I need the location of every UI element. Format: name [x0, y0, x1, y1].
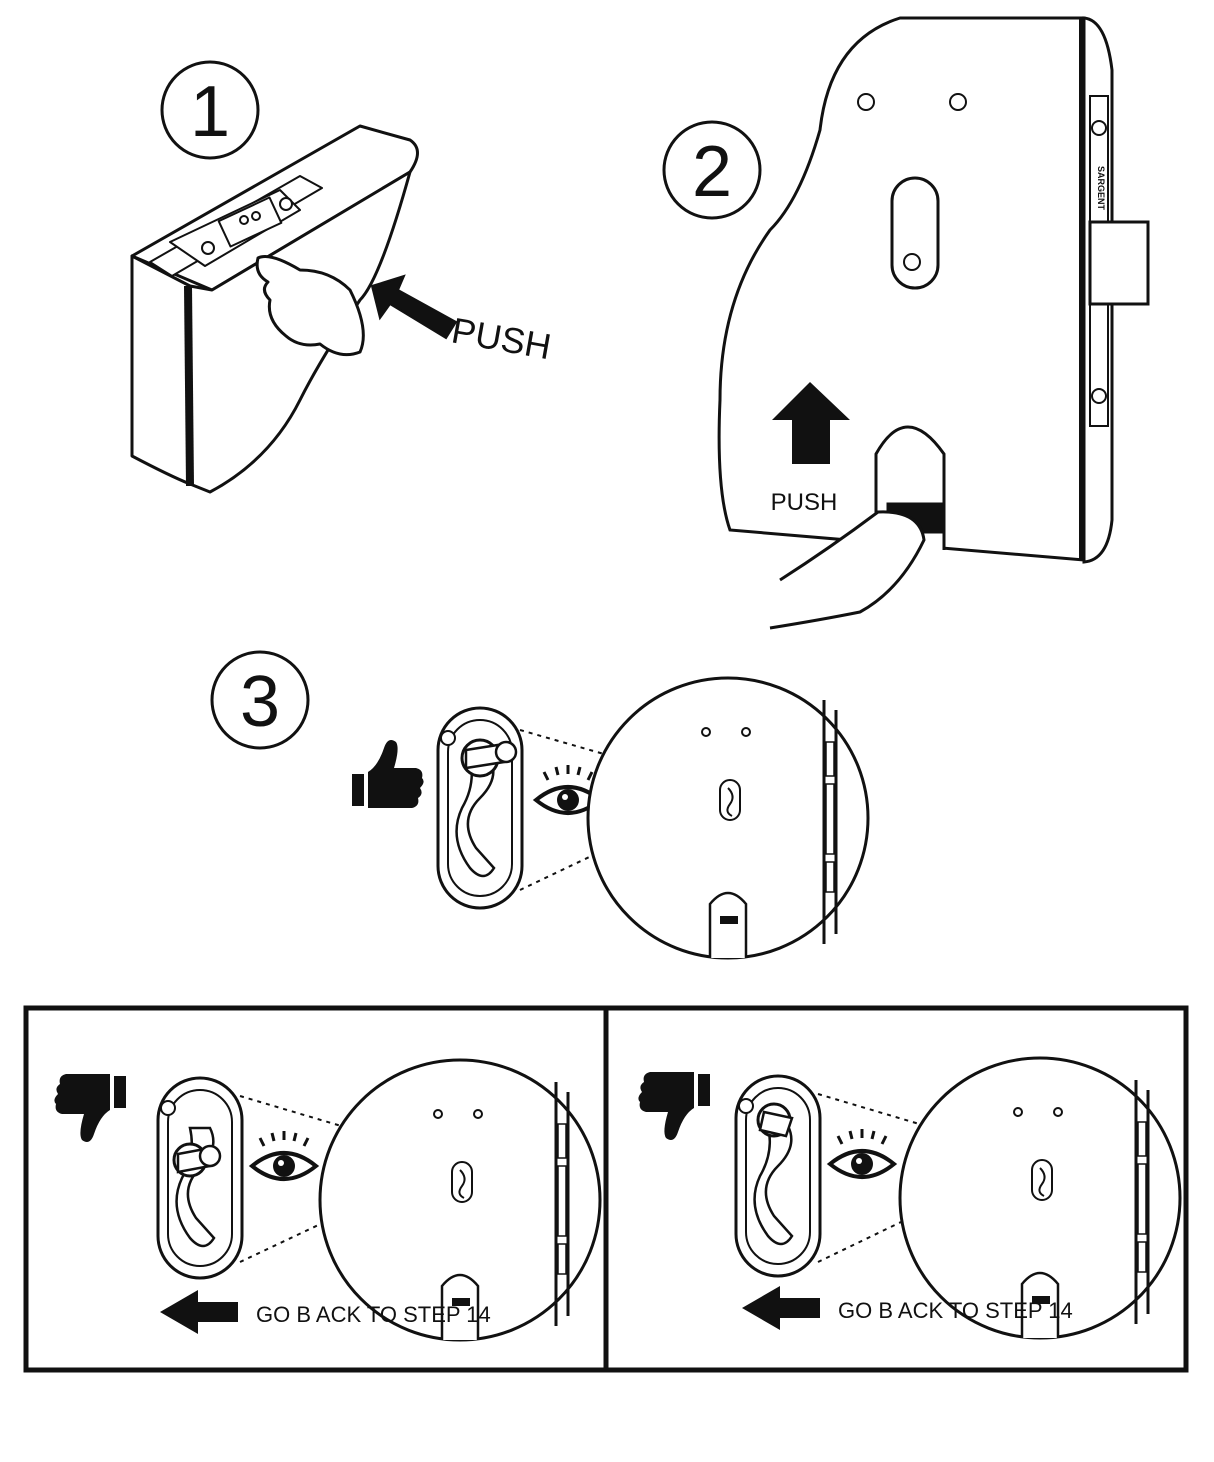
- slot-detail-incorrect-low: [156, 1076, 244, 1280]
- lock-face-text: SARGENT: [1096, 166, 1106, 211]
- step-1-push-label: PUSH: [449, 310, 555, 368]
- thumbs-down-icon: [54, 1074, 126, 1142]
- panel-incorrect-2: GO B ACK TO STEP 14: [638, 1056, 1182, 1340]
- thumbs-up-icon: [352, 740, 424, 808]
- arrow-left-icon: [160, 1290, 238, 1334]
- eye-icon: [250, 1129, 318, 1181]
- step-3-number: 3: [240, 662, 280, 742]
- thumbs-down-icon: [638, 1072, 710, 1140]
- step-2-push-label: PUSH: [771, 489, 838, 516]
- step-3: 3: [210, 650, 870, 960]
- arrow-push-icon: [370, 274, 458, 340]
- lock-body-illustration: [717, 16, 1150, 630]
- zoom-view-incorrect-2: [898, 1056, 1182, 1340]
- slot-detail-correct: [436, 706, 524, 910]
- panel-incorrect-1: GO B ACK TO STEP 14: [54, 1058, 602, 1342]
- panel-2-instruction: GO B ACK TO STEP 14: [838, 1298, 1073, 1323]
- panel-1-instruction: GO B ACK TO STEP 14: [256, 1302, 491, 1327]
- step-2-number-badge: 2: [662, 120, 762, 220]
- zoom-view-incorrect-1: [318, 1058, 602, 1342]
- step-2-number: 2: [692, 132, 732, 212]
- arrow-left-icon: [742, 1286, 820, 1330]
- step-2: 2 SARGENT PUSH: [662, 16, 1150, 630]
- eye-icon: [828, 1127, 896, 1179]
- zoom-view-correct: [586, 676, 870, 960]
- bottom-panels-frame: [23, 1005, 1189, 1373]
- step-1-number-badge: 1: [160, 60, 260, 160]
- step-1: 1 PUSH: [130, 60, 555, 494]
- arrow-up-icon: [772, 382, 850, 464]
- step-1-number: 1: [190, 72, 230, 152]
- slot-detail-incorrect-high: [734, 1074, 822, 1278]
- door-edge-illustration: [130, 124, 419, 494]
- step-3-number-badge: 3: [210, 650, 310, 750]
